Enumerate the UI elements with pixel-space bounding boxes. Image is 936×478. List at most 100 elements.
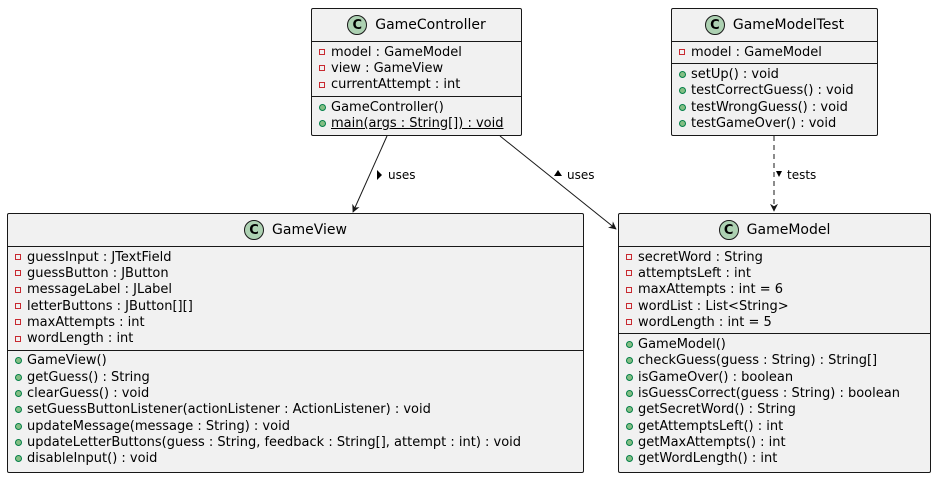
uses-edge-controller-model <box>499 135 617 230</box>
public-visibility-icon <box>678 87 686 95</box>
public-visibility-icon <box>625 422 633 430</box>
public-visibility-icon <box>14 406 22 414</box>
private-visibility-icon <box>14 270 22 277</box>
field-text: letterButtons : JButton[][] <box>27 298 193 314</box>
method-text: testWrongGuess() : void <box>691 99 848 115</box>
private-visibility-icon <box>318 65 326 72</box>
public-visibility-icon <box>625 438 633 446</box>
public-visibility-icon <box>318 103 326 111</box>
field-text: view : GameView <box>331 60 444 76</box>
field-row: secretWord : String <box>619 249 930 265</box>
private-visibility-icon <box>625 270 633 277</box>
public-visibility-icon <box>14 357 22 365</box>
method-text: getMaxAttempts() : int <box>638 434 786 450</box>
method-text: GameView() <box>27 353 107 369</box>
field-text: currentAttempt : int <box>331 77 461 93</box>
public-visibility-icon <box>625 406 633 414</box>
method-row: main(args : String[]) : void <box>312 115 521 131</box>
method-row: getSecretWord() : String <box>619 402 930 418</box>
class-c-icon: C <box>347 15 368 35</box>
public-visibility-icon <box>625 390 633 398</box>
public-visibility-icon <box>14 422 22 430</box>
method-text: isGuessCorrect(guess : String) : boolean <box>638 386 900 402</box>
public-visibility-icon <box>678 119 686 127</box>
tests-label: tests <box>787 168 816 182</box>
class-header: C GameController <box>312 9 521 42</box>
uses-label-controller-view: uses <box>388 168 416 182</box>
field-text: wordList : List<String> <box>638 298 789 314</box>
method-text: isGameOver() : boolean <box>638 369 794 385</box>
field-text: maxAttempts : int <box>27 314 145 330</box>
field-row: model : GameModel <box>672 44 877 60</box>
method-text: testGameOver() : void <box>691 115 837 131</box>
method-text: checkGuess(guess : String) : String[] <box>638 353 878 369</box>
public-visibility-icon <box>625 357 633 365</box>
field-text: maxAttempts : int = 6 <box>638 282 783 298</box>
method-text: main(args : String[]) : void <box>331 115 504 131</box>
direction-triangle-icon <box>554 170 562 176</box>
class-name: GameView <box>272 222 347 238</box>
method-row: getMaxAttempts() : int <box>619 434 930 450</box>
method-text: updateMessage(message : String) : void <box>27 418 290 434</box>
method-row: clearGuess() : void <box>8 385 583 401</box>
private-visibility-icon <box>14 335 22 342</box>
field-row: maxAttempts : int <box>8 314 583 330</box>
field-text: secretWord : String <box>638 249 763 265</box>
public-visibility-icon <box>318 119 326 127</box>
method-row: testGameOver() : void <box>672 115 877 131</box>
field-text: messageLabel : JLabel <box>27 282 173 298</box>
field-row: guessButton : JButton <box>8 265 583 281</box>
method-row: checkGuess(guess : String) : String[] <box>619 353 930 369</box>
field-row: maxAttempts : int = 6 <box>619 282 930 298</box>
methods-section: GameController()main(args : String[]) : … <box>312 95 521 135</box>
private-visibility-icon <box>318 49 326 56</box>
class-gamemodeltest[interactable]: C GameModelTest model : GameModel setUp(… <box>671 8 878 136</box>
method-row: updateLetterButtons(guess : String, feed… <box>8 434 583 450</box>
class-name: GameModel <box>746 222 831 238</box>
field-row: attemptsLeft : int <box>619 265 930 281</box>
field-row: wordList : List<String> <box>619 298 930 314</box>
field-row: messageLabel : JLabel <box>8 282 583 298</box>
methods-section: GameModel()checkGuess(guess : String) : … <box>619 333 930 469</box>
field-row: view : GameView <box>312 60 521 76</box>
method-row: getWordLength() : int <box>619 451 930 467</box>
field-row: wordLength : int <box>8 330 583 346</box>
method-text: GameModel() <box>638 337 726 353</box>
method-row: getGuess() : String <box>8 369 583 385</box>
private-visibility-icon <box>14 319 22 326</box>
field-text: wordLength : int = 5 <box>638 314 772 330</box>
method-row: isGameOver() : boolean <box>619 369 930 385</box>
method-row: setUp() : void <box>672 66 877 82</box>
public-visibility-icon <box>678 70 686 78</box>
field-row: guessInput : JTextField <box>8 249 583 265</box>
private-visibility-icon <box>14 254 22 261</box>
class-header: C GameView <box>8 214 583 247</box>
public-visibility-icon <box>14 438 22 446</box>
public-visibility-icon <box>14 455 22 463</box>
field-text: attemptsLeft : int <box>638 265 751 281</box>
method-text: disableInput() : void <box>27 451 158 467</box>
private-visibility-icon <box>625 319 633 326</box>
private-visibility-icon <box>625 286 633 293</box>
public-visibility-icon <box>625 373 633 381</box>
class-c-icon: C <box>704 15 725 35</box>
class-name: GameModelTest <box>732 17 845 33</box>
private-visibility-icon <box>625 303 633 310</box>
method-row: testWrongGuess() : void <box>672 99 877 115</box>
field-text: model : GameModel <box>691 44 822 60</box>
method-text: getWordLength() : int <box>638 451 778 467</box>
field-text: wordLength : int <box>27 331 134 347</box>
method-text: updateLetterButtons(guess : String, feed… <box>27 434 522 450</box>
field-row: model : GameModel <box>312 44 521 60</box>
method-row: isGuessCorrect(guess : String) : boolean <box>619 385 930 401</box>
field-text: model : GameModel <box>331 44 462 60</box>
method-text: setUp() : void <box>691 66 779 82</box>
